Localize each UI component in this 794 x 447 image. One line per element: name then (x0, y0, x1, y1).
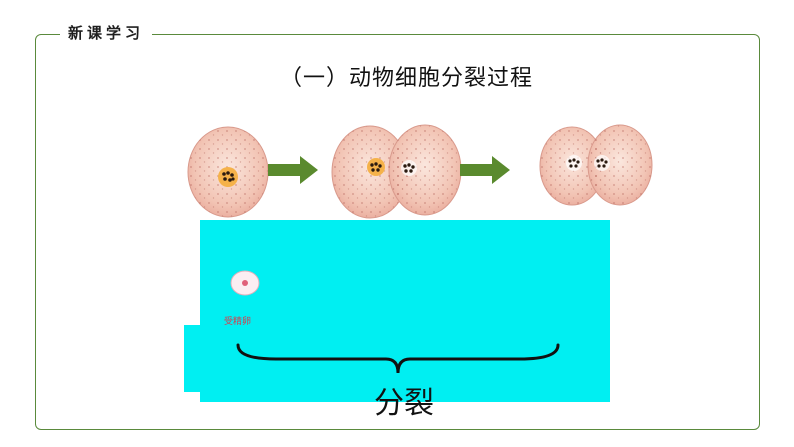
content-frame (35, 34, 760, 430)
nucleus-icon (218, 167, 238, 187)
nucleus-icon (367, 158, 385, 176)
slide-title: （一）动物细胞分裂过程 (280, 66, 534, 91)
nucleus-icon (401, 160, 417, 176)
nucleus-icon (566, 155, 582, 171)
cell-division-figure (187, 124, 653, 219)
fertilized-egg-label: 受精卵 (224, 317, 252, 327)
section-label: 新课学习 (60, 22, 153, 43)
arrow-right-icon (460, 156, 510, 184)
cell-stage-1 (187, 126, 269, 218)
animation-panel (200, 220, 610, 402)
animation-panel-tab (184, 325, 204, 392)
arrow-right-icon (268, 156, 318, 184)
brace-icon (236, 343, 560, 374)
division-label: 分裂 (374, 386, 434, 421)
nucleus-icon (594, 155, 610, 171)
cell-stage-2 (331, 124, 462, 219)
cell-stage-3 (539, 124, 653, 206)
fertilized-egg-icon (230, 270, 260, 296)
